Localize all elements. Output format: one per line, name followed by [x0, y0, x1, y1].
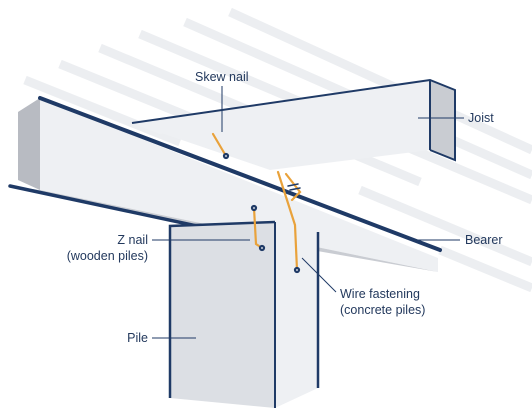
- rafter-line: [358, 185, 532, 267]
- bearer-label: Bearer: [465, 233, 503, 247]
- leader-lines: [152, 86, 464, 339]
- wire-twist: [287, 183, 299, 187]
- pile-front-face: [170, 222, 275, 408]
- bearer-top-edge: [38, 96, 442, 252]
- z-nail-head-top: [250, 204, 258, 212]
- pile-label: Pile: [127, 331, 148, 345]
- z-nail-label-line2: (wooden piles): [66, 249, 148, 263]
- z-nail-head-bottom: [258, 244, 266, 252]
- rafter-line: [228, 7, 532, 155]
- joist-outline: [131, 78, 456, 162]
- wire-fastening-leader: [301, 257, 337, 293]
- fasteners: [211, 132, 302, 274]
- pile-outline-left: [168, 220, 276, 398]
- skew-nail: [211, 132, 228, 158]
- skew-nail-label: Skew nail: [195, 70, 249, 84]
- skew-nail-head: [222, 152, 230, 160]
- wire-anchor: [293, 266, 301, 274]
- z-nail-label: Z nail (wooden piles): [46, 232, 148, 264]
- wire-twist: [289, 187, 301, 191]
- pile-side-face: [275, 222, 318, 408]
- z-nail-label-line1: Z nail: [117, 233, 148, 247]
- joist: [131, 78, 456, 170]
- wire-fastening-label: Wire fastening (concrete piles): [340, 286, 425, 318]
- bearer-side-face: [18, 98, 438, 272]
- joist-end-face: [430, 80, 455, 160]
- joist-label: Joist: [468, 111, 494, 125]
- wire-fastening-label-line2: (concrete piles): [340, 303, 426, 317]
- pile: [168, 220, 320, 408]
- wire-fastening: [276, 170, 299, 272]
- joist-side-face: [132, 80, 430, 170]
- wire-fastening-loop: [284, 172, 302, 202]
- wire-fastening-label-line1: Wire fastening: [340, 287, 420, 301]
- rafter-line: [438, 245, 532, 293]
- bearer-end-face: [18, 98, 40, 190]
